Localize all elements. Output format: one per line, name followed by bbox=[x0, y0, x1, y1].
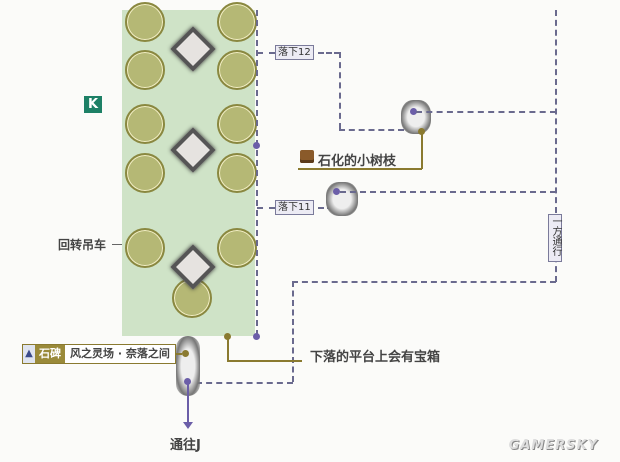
crane-pillar bbox=[217, 104, 257, 144]
route-line bbox=[318, 52, 340, 54]
leader-line bbox=[227, 360, 302, 362]
fall-platform-note: 下落的平台上会有宝箱 bbox=[310, 350, 441, 365]
item-chest-icon bbox=[300, 150, 314, 163]
drop-tag-12: 落下12 bbox=[275, 45, 314, 60]
one-way-text: 一方通行 bbox=[550, 216, 561, 256]
stele-kind: 石碑 bbox=[35, 345, 65, 363]
drop-tag-11: 落下11 bbox=[275, 200, 314, 215]
leader-dot bbox=[418, 128, 425, 135]
one-way-tag: 一方通行 bbox=[548, 214, 562, 262]
route-line bbox=[416, 111, 556, 113]
route-line bbox=[196, 382, 293, 384]
falling-platform-rock bbox=[401, 100, 431, 134]
watermark-logo: GAMERSKY bbox=[508, 438, 598, 453]
route-line bbox=[257, 207, 275, 209]
down-arrow-icon bbox=[183, 422, 193, 429]
falling-platform-rock bbox=[326, 182, 358, 216]
route-node bbox=[253, 142, 260, 149]
crane-pillar bbox=[125, 50, 165, 90]
route-node bbox=[410, 108, 417, 115]
crane-pillar bbox=[217, 50, 257, 90]
platform-area bbox=[122, 2, 257, 336]
crane-pillar bbox=[217, 153, 257, 193]
route-node bbox=[253, 333, 260, 340]
route-node bbox=[333, 188, 340, 195]
crane-pillar bbox=[125, 2, 165, 42]
crane-pillar bbox=[125, 153, 165, 193]
crane-pillar bbox=[217, 228, 257, 268]
stele-label: ▲ 石碑 风之灵场 · 奈落之间 bbox=[22, 344, 176, 364]
stele-icon: ▲ bbox=[23, 345, 35, 363]
crane-pillar bbox=[125, 104, 165, 144]
route-line bbox=[256, 10, 258, 336]
area-badge: K bbox=[84, 96, 102, 113]
route-node bbox=[184, 378, 191, 385]
crane-pillar bbox=[125, 228, 165, 268]
route-line bbox=[292, 281, 294, 382]
route-line bbox=[339, 129, 404, 131]
exit-arrow-line bbox=[187, 384, 189, 424]
route-line bbox=[555, 10, 557, 282]
leader-line bbox=[227, 336, 229, 361]
crane-pillar bbox=[217, 2, 257, 42]
route-line bbox=[340, 191, 556, 193]
leader-dot bbox=[182, 350, 189, 357]
stele-name: 风之灵场 · 奈落之间 bbox=[70, 347, 170, 360]
leader-line bbox=[298, 168, 422, 170]
route-line bbox=[292, 281, 556, 283]
route-line bbox=[339, 52, 341, 129]
crane-label: 回转吊车 bbox=[58, 238, 107, 252]
route-line bbox=[257, 52, 275, 54]
crane-leader-line bbox=[112, 244, 122, 245]
stone-block bbox=[170, 127, 216, 173]
leader-line bbox=[421, 131, 423, 169]
stone-block bbox=[170, 26, 216, 72]
twig-item-label: 石化的小树枝 bbox=[318, 154, 397, 169]
exit-label[interactable]: 通往J bbox=[170, 438, 201, 453]
